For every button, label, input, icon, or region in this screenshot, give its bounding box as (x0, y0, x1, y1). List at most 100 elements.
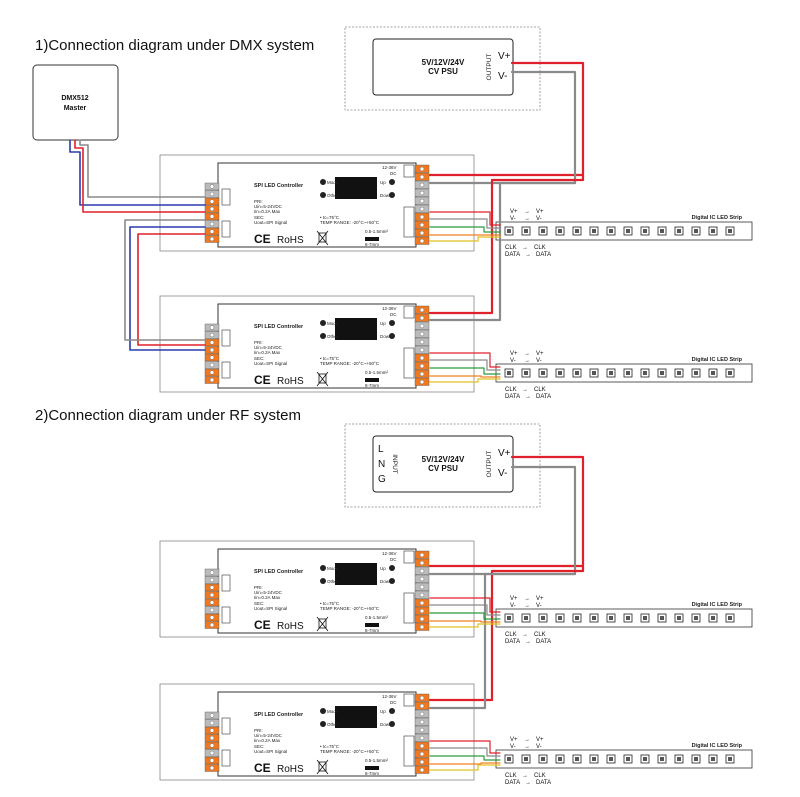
up-button[interactable] (389, 179, 395, 185)
strip-data2: DATA (536, 252, 551, 258)
other-button-label: Other (327, 334, 339, 339)
strip-vplus2: V+ (536, 737, 544, 743)
psu-subtitle: CV PSU (428, 464, 458, 473)
left-terminal-block (204, 323, 220, 384)
psu-vplus-label: V+ (498, 448, 511, 459)
down-button-label: Down (380, 193, 392, 198)
left-terminal-block (204, 568, 220, 629)
strip-arrow2: → (524, 358, 530, 364)
dmx-master-line1: DMX512 (61, 95, 88, 102)
controller-title: SPI LED Controller (254, 324, 304, 330)
other-button[interactable] (320, 333, 326, 339)
psu-vplus-label: V+ (498, 51, 511, 62)
spec-iin: Iin=0.2A Max (254, 595, 281, 600)
controller-supply: 12-36V (382, 165, 397, 170)
dmx-master-box: DMX512 Master (32, 64, 119, 141)
mode-button-label: Mode (327, 180, 339, 185)
up-button[interactable] (389, 320, 395, 326)
wire-size: 0.5-1.5mm² (365, 615, 389, 620)
strip-clk2: CLK (534, 245, 546, 251)
mode-button[interactable] (320, 565, 326, 571)
spec-range: TEMP RANGE: -20°C~+50°C (320, 361, 380, 366)
controller-panel: SPI LED Controller12-36VDCModeOtherUpDow… (159, 540, 475, 638)
ce-mark: CE (254, 761, 271, 775)
spec-temp: • tc=75°C (320, 601, 340, 606)
section-title-rf: 2)Connection diagram under RF system (35, 407, 301, 424)
down-button-label: Down (380, 334, 392, 339)
strip-arrow1: → (524, 737, 530, 743)
psu-vminus-label: V- (498, 71, 507, 82)
strip-vplus: V+ (510, 596, 518, 602)
right-terminal-block (414, 550, 430, 631)
strip-clk: CLK (505, 245, 517, 251)
rohs-mark: RoHS (277, 764, 304, 775)
weee-bin-icon (316, 616, 329, 632)
strip-label: Digital IC LED Strip (692, 602, 743, 608)
mode-button[interactable] (320, 179, 326, 185)
up-button[interactable] (389, 708, 395, 714)
mode-button-label: Mode (327, 566, 339, 571)
down-button[interactable] (389, 192, 395, 198)
spec-range: TEMP RANGE: -20°C~+50°C (320, 749, 380, 754)
right-terminal-block (414, 305, 430, 386)
down-button[interactable] (389, 333, 395, 339)
strip-arrow2: → (524, 744, 530, 750)
mode-button[interactable] (320, 320, 326, 326)
led-strip: Digital IC LED StripV+→V+V-→V-CLK→CLKDAT… (495, 737, 753, 786)
controller-title: SPI LED Controller (254, 569, 304, 575)
strip-length: 8-7mm (365, 628, 379, 633)
mode-button-label: Mode (327, 709, 339, 714)
strip-arrow4: → (525, 252, 531, 258)
up-button-label: Up (380, 321, 386, 326)
psu-input-g: G (378, 474, 386, 485)
down-button[interactable] (389, 721, 395, 727)
other-button-label: Other (327, 579, 339, 584)
strip-length: 8-7mm (365, 383, 379, 388)
mode-button[interactable] (320, 708, 326, 714)
other-button[interactable] (320, 192, 326, 198)
strip-data2: DATA (536, 394, 551, 400)
up-button-label: Up (380, 180, 386, 185)
wire-size: 0.5-1.5mm² (365, 370, 389, 375)
strip-clk: CLK (505, 632, 517, 638)
other-button[interactable] (320, 578, 326, 584)
controller-panel: SPI LED Controller12-36VDCModeOtherUpDow… (159, 154, 475, 252)
strip-vminus: V- (510, 216, 516, 222)
weee-bin-icon (316, 230, 329, 246)
spec-iin: Iin=0.2A Max (254, 350, 281, 355)
controller-panel: SPI LED Controller12-36VDCModeOtherUpDow… (159, 683, 475, 781)
psu-subtitle: CV PSU (428, 67, 458, 76)
psu-input-label: INPUT (391, 454, 398, 474)
controller-body: SPI LED Controller12-36VDCModeOtherUpDow… (217, 691, 417, 777)
controller-supply: 12-36V (382, 694, 397, 699)
strip-data: DATA (505, 252, 520, 258)
strip-vminus: V- (510, 744, 516, 750)
spec-iin: Iin=0.2A Max (254, 738, 281, 743)
psu-title: 5V/12V/24V (422, 455, 465, 464)
spec-pri: PRI: (254, 585, 263, 590)
strip-arrow3: → (522, 245, 528, 251)
strip-data: DATA (505, 394, 520, 400)
strip-clk2: CLK (534, 632, 546, 638)
other-button[interactable] (320, 721, 326, 727)
controller-body: SPI LED Controller12-36VDCModeOtherUpDow… (217, 303, 417, 389)
up-button[interactable] (389, 565, 395, 571)
strip-arrow4: → (525, 780, 531, 786)
strip-vminus: V- (510, 603, 516, 609)
section-title-dmx: 1)Connection diagram under DMX system (35, 37, 314, 54)
down-button-label: Down (380, 579, 392, 584)
psu-output-label: OUTPUT (486, 451, 493, 478)
spec-pri: PRI: (254, 728, 263, 733)
controller-supply-dc: DC (390, 312, 397, 317)
mode-button-label: Mode (327, 321, 339, 326)
strip-vplus: V+ (510, 209, 518, 215)
spec-temp: • tc=75°C (320, 215, 340, 220)
led-strip: Digital IC LED StripV+→V+V-→V-CLK→CLKDAT… (495, 209, 753, 258)
spec-sec: SEC: (254, 356, 265, 361)
spec-uout: Uout=SPI Signal (254, 606, 287, 611)
ce-mark: CE (254, 232, 271, 246)
down-button[interactable] (389, 578, 395, 584)
